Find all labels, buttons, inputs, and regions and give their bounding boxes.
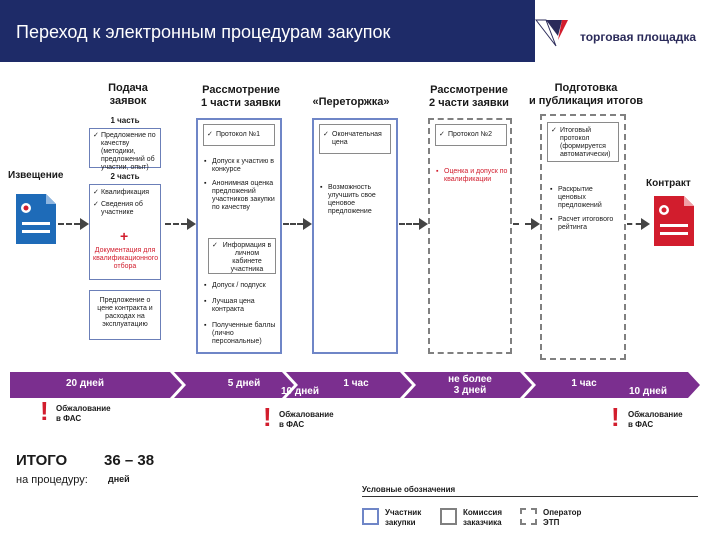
qualification-docs: Документация для квалификационного отбор… <box>93 247 159 270</box>
contract-label: Контракт <box>646 178 691 189</box>
timeline-label-7: 10 дней <box>629 386 667 397</box>
stage-title-review2: Рассмотрение 2 части заявки <box>429 84 509 109</box>
appeal-warning-icon-2: ! <box>263 402 272 432</box>
bullet-icon: ▪ <box>436 168 439 175</box>
stage-title-review1: Рассмотрение 1 части заявки <box>201 84 281 109</box>
bullet-icon: ▪ <box>550 186 553 193</box>
total-subtitle: на процедуру: <box>16 474 88 486</box>
total-value: 36 – 38 <box>104 452 155 469</box>
review1-item-1: Допуск к участию в конкурсе <box>212 158 275 173</box>
appeal-warning-icon-1: ! <box>40 396 49 426</box>
plus-sign: + <box>120 228 129 244</box>
check-icon: ✓ <box>323 131 329 138</box>
review1-item-2: Анонимная оценка предложений участников … <box>212 180 275 211</box>
price-offer-box: Предложение о цене контракта и расходах … <box>89 290 161 340</box>
bullet-icon: ▪ <box>204 322 207 329</box>
results-box: ✓ Итоговый протокол (формируется автомат… <box>540 114 626 360</box>
total-title: ИТОГО <box>16 452 68 469</box>
stage-title-results: Подготовка и публикация итогов <box>528 82 644 107</box>
final-price-text: Окончательная цена <box>332 131 382 146</box>
check-icon: ✓ <box>93 132 99 139</box>
final-protocol-text: Итоговый протокол (формируется автоматич… <box>560 127 611 158</box>
total-unit: дней <box>108 474 130 484</box>
reauction-bullet: Возможность улучшить свое ценовое предло… <box>328 184 376 215</box>
review2-bullet: Оценка и допуск по квалификации <box>444 168 508 183</box>
bullet-icon: ▪ <box>550 216 553 223</box>
part2-label: 2 часть <box>110 172 140 181</box>
review1-box: ✓ Протокол №1 ▪ Допуск к участию в конку… <box>196 118 282 354</box>
cabinet-info-text: Информация в личном кабинете участника <box>222 242 272 273</box>
results-bullet-2: Расчет итогового рейтинга <box>558 216 614 231</box>
timeline-label-5: не более 3 дней <box>448 374 492 396</box>
appeal-text-2: Обжалование в ФАС <box>279 410 334 429</box>
part2-box: ✓ Квалификация ✓ Сведения об участнике +… <box>89 184 161 280</box>
check-icon: ✓ <box>551 127 557 134</box>
part1-label: 1 часть <box>110 116 140 125</box>
check-icon: ✓ <box>207 131 213 138</box>
legend-operator-swatch <box>520 508 537 525</box>
protocol1-box: ✓ Протокол №1 <box>203 124 275 146</box>
price-offer-text: Предложение о цене контракта и расходах … <box>97 297 153 328</box>
review1-item-4: Лучшая цена контракта <box>212 298 255 313</box>
legend-commission-swatch <box>440 508 457 525</box>
review1-item-5: Полученные баллы (лично персональные) <box>212 322 276 345</box>
contract-document-icon <box>654 196 694 246</box>
part1-box: ✓ Предложение по качеству (методики, пре… <box>89 128 161 171</box>
notice-document-icon <box>16 194 56 244</box>
review1-item-3: Допуск / подпуск <box>212 282 266 289</box>
bullet-icon: ▪ <box>204 180 207 187</box>
logo-icon <box>534 19 568 47</box>
check-icon: ✓ <box>439 131 445 138</box>
bullet-icon: ▪ <box>320 184 323 191</box>
part2-item-1: Квалификация <box>101 189 150 196</box>
appeal-text-1: Обжалование в ФАС <box>56 404 111 423</box>
bullet-icon: ▪ <box>204 282 207 289</box>
bullet-icon: ▪ <box>204 298 207 305</box>
part2-item-2: Сведения об участнике <box>101 201 143 216</box>
timeline-label-1: 20 дней <box>66 378 104 389</box>
timeline-label-6: 1 час <box>571 378 597 389</box>
timeline-label-3: 10 дней <box>281 386 319 397</box>
final-price-box: ✓ Окончательная цена <box>319 124 391 154</box>
appeal-warning-icon-3: ! <box>611 402 620 432</box>
review2-box: ✓ Протокол №2 ▪ Оценка и допуск по квали… <box>428 118 512 354</box>
protocol2-box: ✓ Протокол №2 <box>435 124 507 146</box>
legend-participant-swatch <box>362 508 379 525</box>
appeal-text-3: Обжалование в ФАС <box>628 410 683 429</box>
protocol1-text: Протокол №1 <box>216 131 260 138</box>
notice-label: Извещение <box>8 170 64 181</box>
protocol2-text: Протокол №2 <box>448 131 492 138</box>
header-band <box>0 0 535 62</box>
legend-participant-label: Участник закупки <box>385 508 422 527</box>
final-protocol-box: ✓ Итоговый протокол (формируется автомат… <box>547 122 619 162</box>
legend-operator-label: Оператор ЭТП <box>543 508 582 527</box>
legend-title: Условные обозначения <box>362 485 456 494</box>
check-icon: ✓ <box>93 201 99 208</box>
timeline-band <box>10 372 700 398</box>
bullet-icon: ▪ <box>204 158 207 165</box>
timeline-label-2: 5 дней <box>227 378 261 389</box>
stage-title-reauction: «Переторжка» <box>312 96 390 108</box>
results-bullet-1: Раскрытие ценовых предложений <box>558 186 602 209</box>
check-icon: ✓ <box>93 189 99 196</box>
stage-title-submission: Подача заявок <box>108 82 148 107</box>
logo-text: торговая площадка <box>580 30 697 44</box>
timeline-label-4: 1 час <box>343 378 369 389</box>
page-title: Переход к электронным процедурам закупок <box>16 22 391 42</box>
legend-commission-label: Комиссия заказчика <box>463 508 502 527</box>
legend-divider <box>362 496 698 497</box>
check-icon: ✓ <box>212 242 218 249</box>
part1-item: Предложение по качеству (методики, предл… <box>101 132 156 171</box>
cabinet-info-box: ✓ Информация в личном кабинете участника <box>208 238 276 274</box>
reauction-box: ✓ Окончательная цена ▪ Возможность улучш… <box>312 118 398 354</box>
